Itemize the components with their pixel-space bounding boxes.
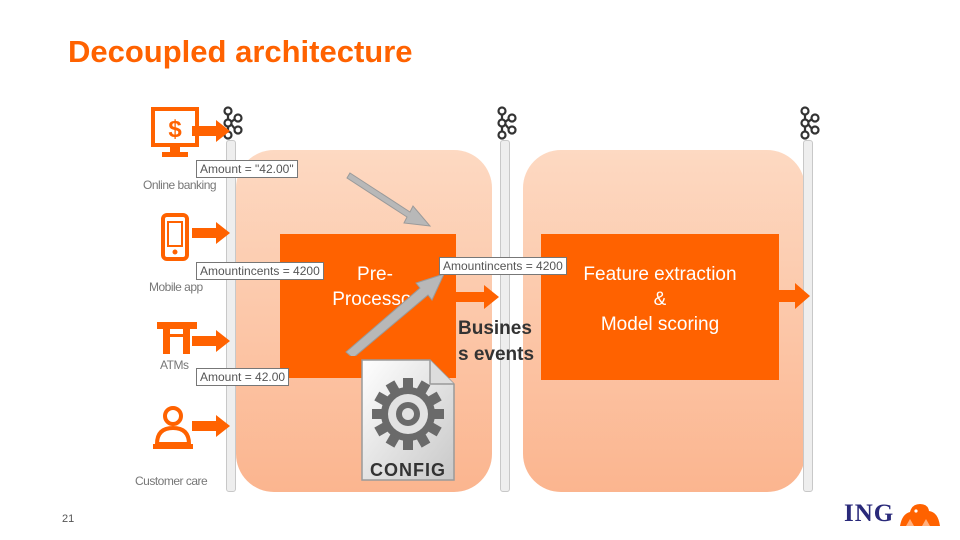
flow-arrow [345,273,445,356]
config-label: CONFIG [370,460,446,480]
message-raw-amount: Amount = "42.00" [196,160,298,178]
flow-arrow [346,172,432,227]
input-arrow [192,120,230,142]
feature-extraction-box [541,234,779,380]
input-arrow [192,415,230,437]
output-arrow [456,285,499,309]
kafka-icon [497,106,517,140]
channel-label-customer-care: Customer care [135,474,208,488]
preprocessor-box [280,234,456,378]
channel-label-atms: ATMs [160,358,189,372]
customer-care-icon [153,406,193,449]
smartphone-icon [161,213,189,261]
atm-icon [157,322,197,354]
page-number: 21 [62,513,75,525]
channel-label-mobile-app: Mobile app [149,280,203,294]
input-arrow [192,222,230,244]
event-bus-right [803,140,813,492]
slide-title: Decoupled architecture [68,34,413,69]
feature-extraction-label: Feature extraction & Model scoring [583,264,737,335]
output-arrow [779,283,810,309]
gear-icon [361,359,455,481]
preprocessor-label: Pre- Processor [332,264,418,310]
config-file: CONFIG [360,358,456,482]
kafka-icon [800,106,820,140]
business-events-label: Busines s events [458,318,535,365]
event-bus-left [226,140,236,492]
message-amount-cents-output: Amountincents = 4200 [439,257,567,275]
lion-logo-icon [900,504,940,526]
input-arrow [192,330,230,352]
svg-text:$: $ [168,116,182,143]
event-bus-middle [500,140,510,492]
message-amount-cents: Amountincents = 4200 [196,262,324,280]
message-amount-parsed: Amount = 42.00 [196,368,290,386]
monitor-dollar-icon: $ [151,107,199,157]
channel-label-online-banking: Online banking [143,178,217,192]
ing-logo-text: ING [844,500,895,527]
